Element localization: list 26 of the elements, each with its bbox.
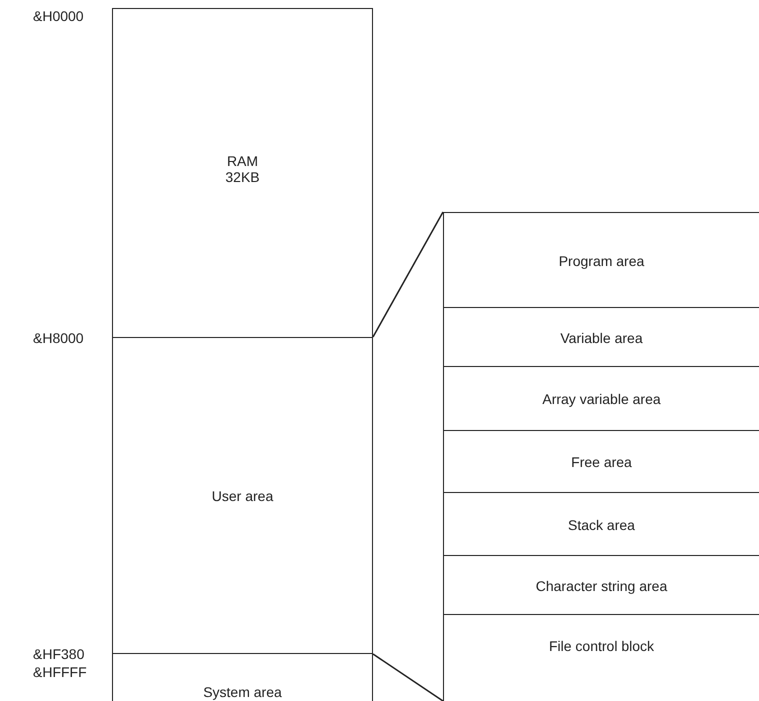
segment-label: System area [203,684,282,700]
memory-block [112,653,373,701]
memory-block [112,8,373,338]
memory-segment [443,614,759,701]
expansion-line [372,653,444,701]
address-label: &H0000 [33,8,84,24]
segment-label: Array variable area [542,391,661,407]
memory-segment [443,307,759,367]
segment-label: Variable area [560,330,643,346]
segment-label: Free area [571,454,632,470]
segment-label: Character string area [536,578,668,594]
memory-segment [443,366,759,431]
memory-segment [443,492,759,556]
memory-segment [443,212,759,308]
segment-label: Program area [558,252,644,268]
segment-label: Stack area [568,516,635,532]
segment-label: User area [212,488,274,504]
segment-label: File control block [548,638,654,654]
memory-segment [443,430,759,493]
address-label: &H8000 [33,330,84,346]
address-label: &HF380 [33,646,84,662]
segment-label: RAM 32KB [224,152,261,184]
address-label: &HFFFF [33,664,87,680]
memory-block [112,337,373,654]
expansion-line [372,212,444,338]
memory-segment [443,555,759,615]
